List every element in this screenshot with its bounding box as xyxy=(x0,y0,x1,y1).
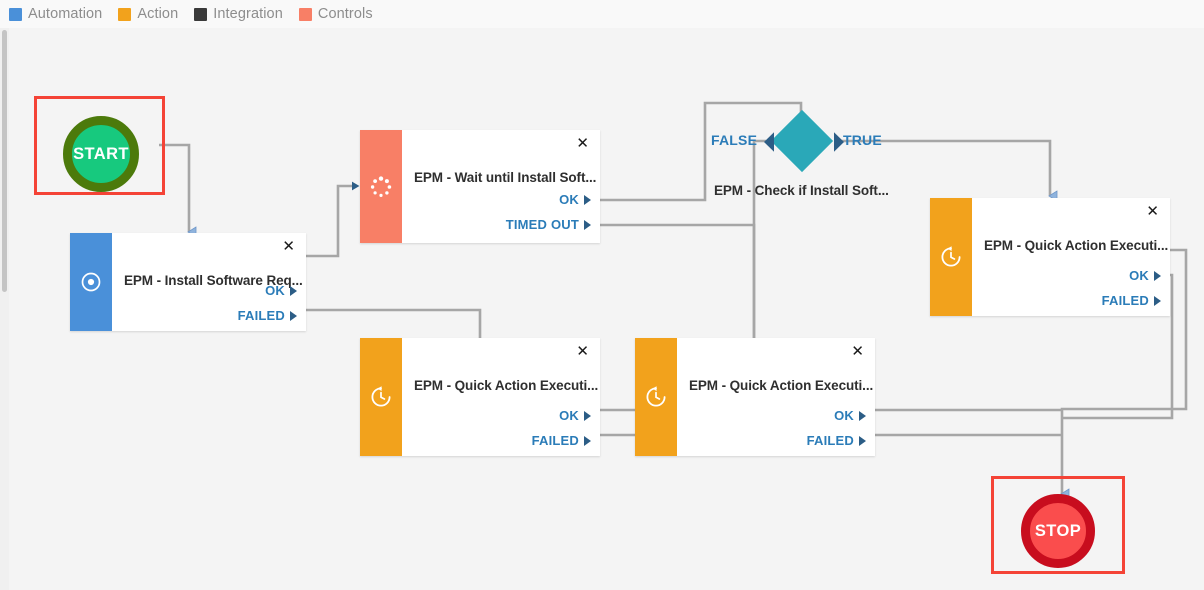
node-quick-action-bottom-left-category-bar xyxy=(360,338,402,456)
start-node-label: START xyxy=(73,144,129,163)
node-install-software-port-failed[interactable]: FAILED xyxy=(238,308,297,323)
node-quick-action-right-port-failed[interactable]: FAILED xyxy=(1102,293,1161,308)
port-label-failed: FAILED xyxy=(806,433,854,448)
workflow-canvas[interactable]: START ✕ EPM - Install Software Req... OK… xyxy=(0,28,1204,590)
node-wait-until-install-close-icon[interactable]: ✕ xyxy=(576,135,589,152)
port-arrow-icon xyxy=(584,219,591,230)
clock-refresh-icon xyxy=(371,386,391,407)
clock-refresh-icon xyxy=(941,246,961,267)
legend-item-integration[interactable]: Integration xyxy=(194,6,283,22)
port-label-ok: OK xyxy=(834,408,854,423)
start-node[interactable]: START xyxy=(63,116,139,192)
decision-branch-label-true: TRUE xyxy=(843,132,882,148)
node-quick-action-bottom-left-port-failed[interactable]: FAILED xyxy=(532,433,591,448)
node-wait-until-install-port-ok[interactable]: OK xyxy=(559,192,591,207)
stop-node-selection-border[interactable] xyxy=(991,476,1125,574)
port-label-failed: FAILED xyxy=(531,433,579,448)
decision-node-title: EPM - Check if Install Soft... xyxy=(714,183,889,198)
port-label-ok: OK xyxy=(265,283,285,298)
port-arrow-icon xyxy=(584,194,591,205)
node-quick-action-right[interactable]: ✕ EPM - Quick Action Executi... OK FAILE… xyxy=(930,198,1170,316)
node-quick-action-bottom-left-port-ok[interactable]: OK xyxy=(559,408,591,423)
legend-label-action: Action xyxy=(137,6,179,22)
node-install-software-category-bar xyxy=(70,233,112,331)
node-install-software-port-ok[interactable]: OK xyxy=(265,283,297,298)
port-arrow-icon xyxy=(859,435,866,446)
port-arrow-icon xyxy=(290,285,297,296)
node-wait-until-install[interactable]: ✕ EPM - Wait until Install Soft... OK TI… xyxy=(360,130,600,243)
legend-label-controls: Controls xyxy=(317,6,373,22)
port-label-ok: OK xyxy=(559,192,579,207)
legend-item-controls[interactable]: Controls xyxy=(298,6,373,22)
node-quick-action-bottom-mid-port-failed[interactable]: FAILED xyxy=(807,433,866,448)
category-legend: Automation Action Integration Controls xyxy=(0,0,1204,28)
port-label-ok: OK xyxy=(1129,268,1149,283)
node-wait-until-install-category-bar xyxy=(360,130,402,243)
controls-swatch-icon xyxy=(298,7,312,21)
start-node-selection-border[interactable] xyxy=(34,96,165,195)
legend-item-action[interactable]: Action xyxy=(118,6,178,22)
clock-refresh-icon xyxy=(646,386,666,407)
target-dot-icon xyxy=(81,272,101,292)
action-swatch-icon xyxy=(118,7,132,21)
canvas-vertical-scrollbar-track[interactable] xyxy=(0,28,9,590)
stop-node-label: STOP xyxy=(1034,521,1082,540)
decision-branch-label-false: FALSE xyxy=(711,132,758,148)
port-arrow-icon xyxy=(584,410,591,421)
node-quick-action-bottom-mid-title: EPM - Quick Action Executi... xyxy=(689,378,874,393)
spinner-icon xyxy=(370,175,392,197)
node-quick-action-right-port-ok[interactable]: OK xyxy=(1129,268,1161,283)
port-label-ok: OK xyxy=(559,408,579,423)
node-quick-action-bottom-left[interactable]: ✕ EPM - Quick Action Executi... OK FAILE… xyxy=(360,338,600,456)
port-arrow-icon xyxy=(584,435,591,446)
stop-node[interactable]: STOP xyxy=(1021,494,1095,568)
port-arrow-icon xyxy=(1154,270,1161,281)
port-arrow-icon xyxy=(1154,295,1161,306)
automation-swatch-icon xyxy=(9,7,22,21)
legend-label-integration: Integration xyxy=(213,6,283,22)
node-quick-action-bottom-mid-port-ok[interactable]: OK xyxy=(834,408,866,423)
node-install-software[interactable]: ✕ EPM - Install Software Req... OK FAILE… xyxy=(70,233,306,331)
node-install-software-close-icon[interactable]: ✕ xyxy=(282,238,295,255)
node-install-software-title: EPM - Install Software Req... xyxy=(124,273,303,288)
legend-label-automation: Automation xyxy=(28,6,103,22)
node-quick-action-right-category-bar xyxy=(930,198,972,316)
port-arrow-icon xyxy=(859,410,866,421)
node-quick-action-bottom-left-close-icon[interactable]: ✕ xyxy=(576,343,589,360)
legend-item-automation[interactable]: Automation xyxy=(9,6,102,22)
node-quick-action-bottom-left-title: EPM - Quick Action Executi... xyxy=(414,378,599,393)
node-quick-action-bottom-mid[interactable]: ✕ EPM - Quick Action Executi... OK FAILE… xyxy=(635,338,875,456)
node-quick-action-right-close-icon[interactable]: ✕ xyxy=(1146,203,1159,220)
node-quick-action-bottom-mid-close-icon[interactable]: ✕ xyxy=(851,343,864,360)
integration-swatch-icon xyxy=(194,7,208,21)
port-label-timed-out: TIMED OUT xyxy=(505,217,579,232)
node-quick-action-right-title: EPM - Quick Action Executi... xyxy=(984,238,1169,253)
canvas-vertical-scrollbar-thumb[interactable] xyxy=(2,30,7,292)
port-arrow-icon xyxy=(290,310,297,321)
decision-port-arrows xyxy=(764,132,844,152)
node-wait-until-install-port-timed-out[interactable]: TIMED OUT xyxy=(506,217,591,232)
port-label-failed: FAILED xyxy=(1101,293,1149,308)
node-wait-until-install-title: EPM - Wait until Install Soft... xyxy=(414,170,597,185)
port-label-failed: FAILED xyxy=(237,308,285,323)
node-quick-action-bottom-mid-category-bar xyxy=(635,338,677,456)
